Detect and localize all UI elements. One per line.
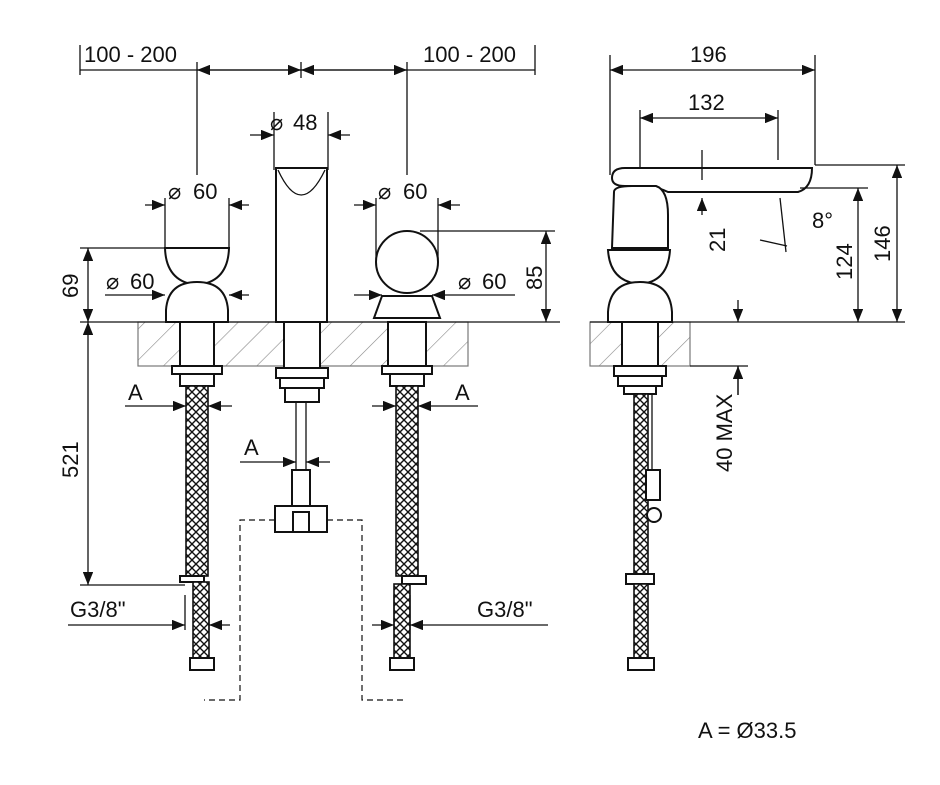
diameter-symbol-icon: ⌀ bbox=[378, 179, 391, 204]
overall-depth-label: 196 bbox=[690, 42, 727, 67]
left-connection-dimension: G3/8" bbox=[68, 595, 230, 631]
dashed-connector bbox=[204, 519, 404, 701]
overall-height-label: 146 bbox=[870, 225, 895, 262]
left-handle-height-label: 69 bbox=[58, 274, 83, 298]
left-hose-ref: A bbox=[128, 380, 143, 405]
left-handle-height-dimension: 69 bbox=[58, 247, 165, 322]
hose-length-label: 521 bbox=[58, 441, 83, 478]
spout-angle-dimension: 8° bbox=[759, 197, 833, 253]
outlet-height-label: 124 bbox=[832, 243, 857, 280]
right-hose-ref: A bbox=[455, 380, 470, 405]
deck-thickness-dimension: 40 MAX bbox=[712, 300, 744, 472]
right-base-diameter-label: 60 bbox=[482, 269, 506, 294]
spout-diameter-dimension: ⌀ 48 bbox=[250, 110, 350, 170]
spout-body bbox=[274, 167, 329, 533]
center-hose-dimension: A bbox=[240, 435, 330, 468]
left-base-diameter-dimension: ⌀ 60 bbox=[105, 269, 249, 301]
diameter-symbol-icon: ⌀ bbox=[106, 269, 119, 294]
spout-reach-label: 132 bbox=[688, 90, 725, 115]
spout-reach-dimension: 132 bbox=[639, 90, 779, 175]
center-hose-ref: A bbox=[244, 435, 259, 460]
diameter-symbol-icon: ⌀ bbox=[458, 269, 471, 294]
left-base-diameter-label: 60 bbox=[130, 269, 154, 294]
right-connection-label: G3/8" bbox=[477, 597, 533, 622]
right-handle bbox=[372, 230, 442, 671]
outlet-offset-dimension: 21 bbox=[696, 150, 730, 252]
right-hose-dimension: A bbox=[372, 380, 478, 412]
outlet-offset-label: 21 bbox=[705, 228, 730, 252]
spacing-left-label: 100 - 200 bbox=[84, 42, 177, 67]
overall-height-dimension: 146 bbox=[815, 164, 905, 322]
right-base-diameter-dimension: ⌀ 60 bbox=[354, 269, 515, 301]
diameter-symbol-icon: ⌀ bbox=[168, 179, 181, 204]
left-handle-diameter-label: 60 bbox=[193, 179, 217, 204]
spacing-dimension: 100 - 200 100 - 200 bbox=[79, 42, 536, 175]
diameter-symbol-icon: ⌀ bbox=[270, 110, 283, 135]
spout-angle-label: 8° bbox=[812, 208, 833, 233]
spacing-right-label: 100 - 200 bbox=[423, 42, 516, 67]
hose-length-dimension: 521 bbox=[58, 322, 185, 586]
right-handle-height-dimension: 85 bbox=[420, 230, 555, 322]
deck-thickness-label: 40 MAX bbox=[712, 393, 737, 472]
left-handle bbox=[163, 247, 231, 671]
spout-diameter-label: 48 bbox=[293, 110, 317, 135]
front-view: 100 - 200 100 - 200 ⌀ 48 bbox=[58, 42, 560, 701]
outlet-height-dimension: 124 bbox=[800, 187, 868, 322]
left-handle-diameter-dimension: ⌀ 60 bbox=[145, 179, 249, 248]
right-handle-height-label: 85 bbox=[522, 266, 547, 290]
left-hose-dimension: A bbox=[125, 380, 232, 412]
overall-depth-dimension: 196 bbox=[609, 42, 816, 175]
side-view: 196 132 bbox=[589, 42, 905, 671]
side-mixer-body bbox=[606, 167, 814, 671]
right-handle-diameter-dimension: ⌀ 60 bbox=[354, 179, 460, 262]
left-connection-label: G3/8" bbox=[70, 597, 126, 622]
right-handle-diameter-label: 60 bbox=[403, 179, 427, 204]
legend-note: A = Ø33.5 bbox=[698, 718, 796, 743]
right-connection-dimension: G3/8" bbox=[372, 595, 548, 631]
